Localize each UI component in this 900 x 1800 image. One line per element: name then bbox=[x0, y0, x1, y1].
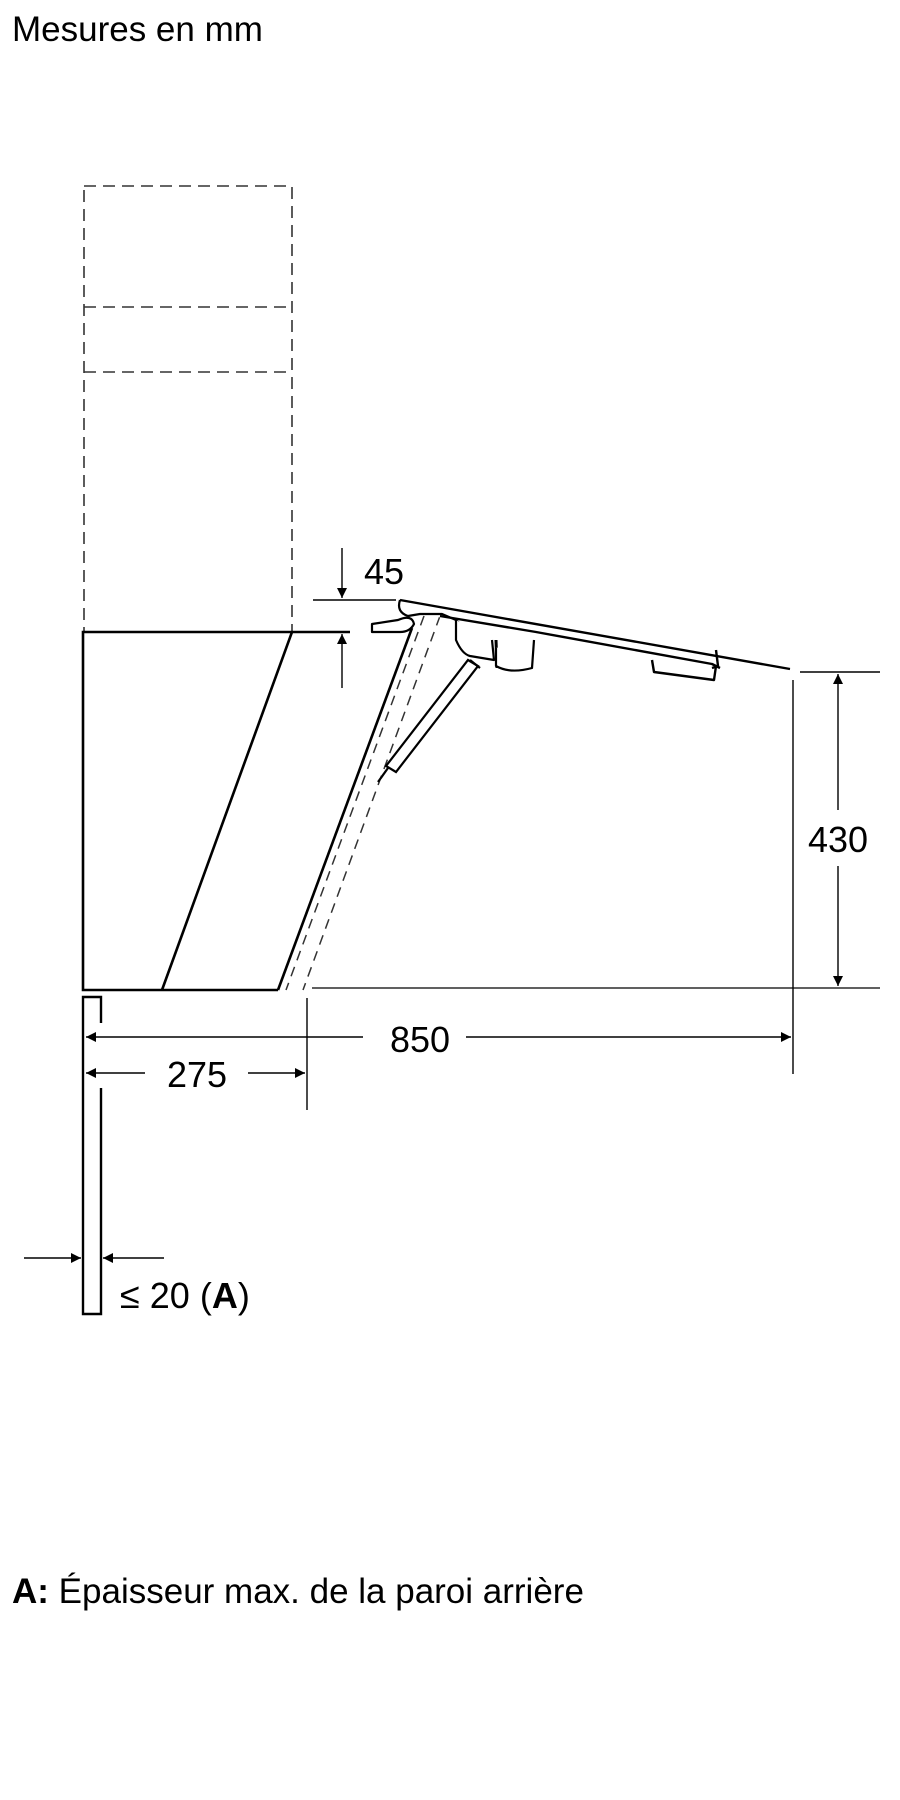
rear-wall-panel bbox=[81, 995, 103, 1316]
dimension-label-850: 850 bbox=[390, 1019, 450, 1060]
legend-text: Épaisseur max. de la paroi arrière bbox=[58, 1572, 584, 1611]
legend: A: Épaisseur max. de la paroi arrière bbox=[12, 1570, 584, 1614]
upper-cabinet-dashed bbox=[83, 185, 293, 633]
dimension-label-275: 275 bbox=[167, 1054, 227, 1095]
dimension-label-45: 45 bbox=[364, 551, 404, 592]
door-panel bbox=[276, 615, 880, 991]
dimension-430 bbox=[792, 671, 880, 1074]
page-title: Mesures en mm bbox=[12, 10, 263, 49]
gas-strut bbox=[377, 658, 481, 783]
legend-key: A: bbox=[12, 1572, 49, 1611]
cabinet-body bbox=[81, 630, 350, 992]
hinge-mechanism bbox=[370, 599, 536, 672]
lid-flap bbox=[399, 598, 791, 682]
dimension-850 bbox=[86, 998, 791, 1110]
dimension-label-wall-thickness: ≤ 20 (A) bbox=[120, 1275, 250, 1316]
dimension-label-430: 430 bbox=[808, 819, 868, 860]
dimension-45 bbox=[313, 548, 396, 688]
